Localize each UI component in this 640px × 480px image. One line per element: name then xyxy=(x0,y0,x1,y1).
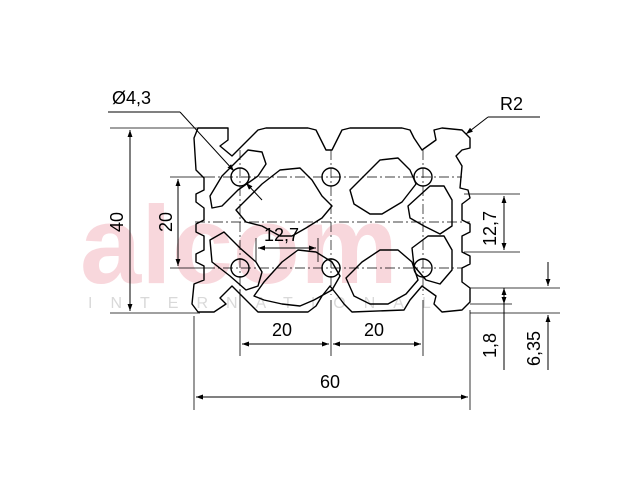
watermark-tagline: INTERNATIONAL xyxy=(88,295,449,312)
label-wall-thickness: 1,8 xyxy=(480,333,500,358)
dim-slot-width-center: 12,7 xyxy=(255,225,319,262)
dim-corner-radius: R2 xyxy=(465,94,540,135)
dim-height-inner: 20 xyxy=(156,176,205,269)
label-slot-width-right: 12,7 xyxy=(480,211,500,246)
label-corner-radius: R2 xyxy=(500,94,523,114)
label-pitch-right: 20 xyxy=(364,320,384,340)
profile-cavity-lower-far-right xyxy=(411,235,453,285)
profile-cavity-upper-left xyxy=(235,167,333,237)
dim-height-total: 40 xyxy=(107,127,210,314)
label-height-inner: 20 xyxy=(156,212,176,232)
dim-hole-diameter: Ø4,3 xyxy=(108,88,263,201)
center-lines xyxy=(195,150,470,295)
label-hole-diameter: Ø4,3 xyxy=(112,88,151,108)
profile-cavity-center-top xyxy=(349,157,417,215)
watermark: alcom INTERNATIONAL xyxy=(80,184,449,312)
label-width-total: 60 xyxy=(320,372,340,392)
profile-cavity-lower-right xyxy=(345,249,419,305)
watermark-brand: alcom xyxy=(80,184,398,307)
label-height-total: 40 xyxy=(107,212,127,232)
label-pitch-left: 20 xyxy=(272,320,292,340)
dim-pitch: 20 20 xyxy=(239,290,424,356)
dim-slot-width-right: 12,7 xyxy=(464,193,520,253)
label-slot-width-center: 12,7 xyxy=(264,225,299,245)
dim-width-total: 60 xyxy=(193,310,471,410)
dim-slot-depth: 1,8 6,35 xyxy=(470,262,560,370)
profile-cavity-center-bottom xyxy=(253,249,341,307)
label-slot-depth: 6,35 xyxy=(524,331,544,366)
profile-cavity-upper-right xyxy=(407,185,453,235)
profile-cavity-lower-left xyxy=(209,231,263,291)
